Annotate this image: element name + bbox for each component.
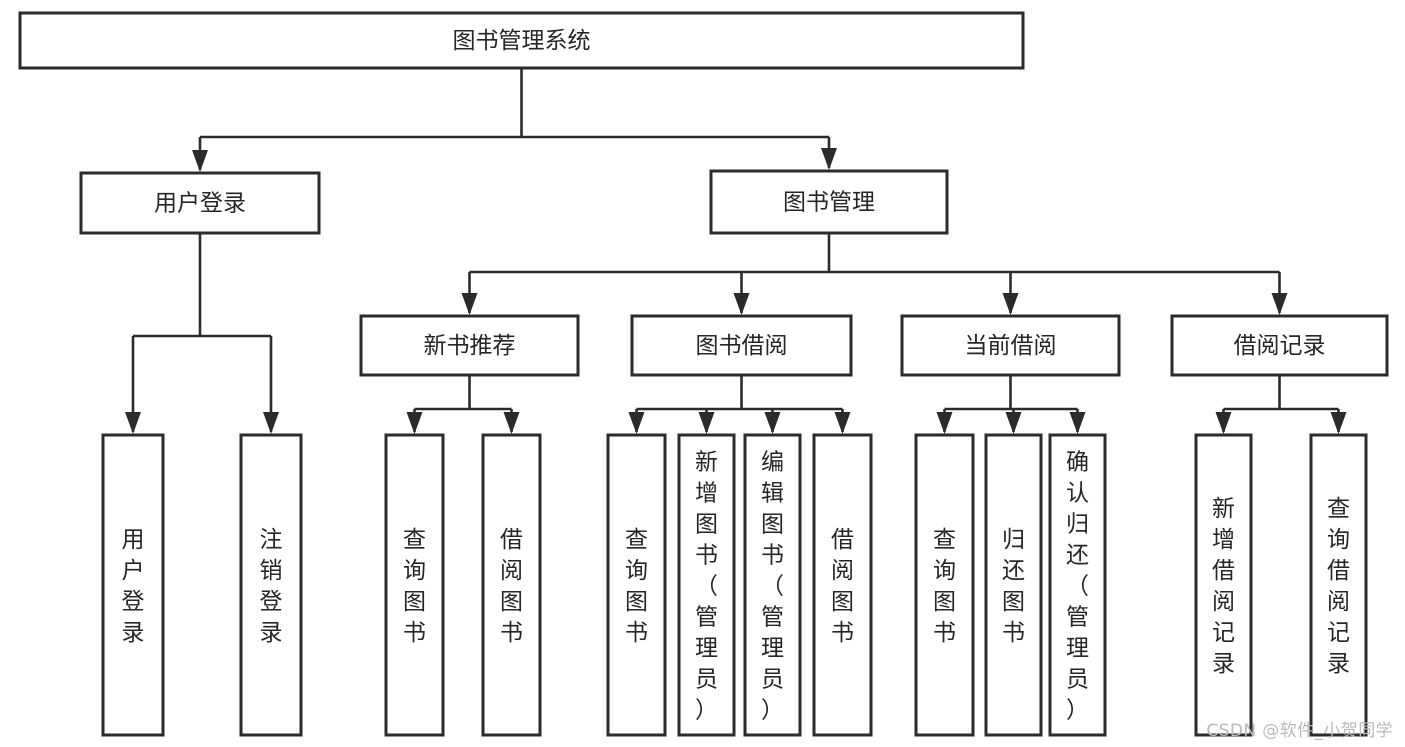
node-rect — [101, 433, 165, 737]
node-leaf-9[interactable]: 归还图书 — [984, 433, 1043, 737]
node-label: 图书借阅 — [696, 333, 788, 359]
arrow-head-icon — [1002, 293, 1019, 315]
node-rect — [709, 169, 949, 235]
node-label: 查询借阅记录 — [1327, 496, 1350, 677]
connector-layer — [125, 68, 1347, 434]
node-rect — [606, 433, 667, 737]
node-level3-2[interactable]: 当前借阅 — [900, 314, 1121, 377]
node-level3-0[interactable]: 新书推荐 — [359, 314, 580, 377]
node-label: 用户登录 — [122, 527, 145, 646]
node-label: 图书管理系统 — [453, 28, 591, 54]
arrow-head-icon — [936, 412, 953, 434]
node-root-0[interactable]: 图书管理系统 — [18, 11, 1025, 70]
arrow-head-icon — [1005, 412, 1022, 434]
branch-3 — [936, 375, 1086, 434]
watermark-text: CSDN @软件_小贺同学 — [1206, 721, 1393, 741]
node-leaf-0[interactable]: 用户登录 — [101, 433, 165, 737]
arrow-head-icon — [628, 412, 645, 434]
arrow-head-icon — [406, 412, 423, 434]
node-label: 查询图书 — [403, 527, 426, 646]
node-rect — [1170, 314, 1389, 377]
arrow-head-icon — [1271, 293, 1288, 315]
node-label: 借阅记录 — [1234, 333, 1326, 359]
node-level2-1[interactable]: 图书管理 — [709, 169, 949, 235]
node-leaf-10[interactable]: 确认归还（管理员） — [1048, 433, 1107, 737]
node-label: 归还图书 — [1002, 527, 1025, 646]
arrow-head-icon — [503, 412, 520, 434]
node-label: 新增借阅记录 — [1212, 496, 1235, 677]
node-label: 新书推荐 — [424, 333, 516, 359]
arrow-head-icon — [834, 412, 851, 434]
node-leaf-8[interactable]: 查询图书 — [914, 433, 975, 737]
node-rect — [630, 314, 853, 377]
node-leaf-6[interactable]: 编辑图书（管理员） — [743, 433, 802, 737]
arrow-head-icon — [698, 412, 715, 434]
node-leaf-5[interactable]: 新增图书（管理员） — [677, 433, 736, 737]
branch-root — [192, 68, 837, 172]
arrow-head-icon — [821, 148, 837, 170]
arrow-head-icon — [1330, 412, 1347, 434]
arrow-head-icon — [733, 293, 750, 315]
node-label: 当前借阅 — [965, 333, 1057, 359]
node-rect — [79, 171, 321, 235]
node-label: 注销登录 — [260, 527, 283, 646]
node-leaf-7[interactable]: 借阅图书 — [812, 433, 873, 737]
arrow-head-icon — [1069, 412, 1086, 434]
node-leaf-3[interactable]: 借阅图书 — [481, 433, 542, 737]
node-rect — [1048, 433, 1107, 737]
branch-2 — [628, 375, 851, 434]
node-label: 编辑图书（管理员） — [761, 450, 784, 724]
arrow-head-icon — [461, 293, 478, 315]
node-label: 用户登录 — [154, 191, 246, 217]
node-rect — [984, 433, 1043, 737]
node-label: 查询图书 — [933, 527, 956, 646]
node-rect — [359, 314, 580, 377]
node-level3-1[interactable]: 图书借阅 — [630, 314, 853, 377]
node-label: 借阅图书 — [500, 527, 523, 646]
arrow-head-icon — [764, 412, 781, 434]
node-level2-0[interactable]: 用户登录 — [79, 171, 321, 235]
node-rect — [743, 433, 802, 737]
node-leaf-11[interactable]: 新增借阅记录 — [1194, 433, 1253, 737]
node-rect — [481, 433, 542, 737]
node-label: 新增图书（管理员） — [695, 450, 718, 724]
node-label: 图书管理 — [783, 190, 875, 216]
node-rect — [1309, 433, 1368, 737]
node-rect — [914, 433, 975, 737]
node-rect — [812, 433, 873, 737]
node-level3-3[interactable]: 借阅记录 — [1170, 314, 1389, 377]
node-rect — [900, 314, 1121, 377]
node-rect — [239, 433, 303, 737]
node-leaf-12[interactable]: 查询借阅记录 — [1309, 433, 1368, 737]
node-label: 借阅图书 — [831, 527, 854, 646]
branch-1 — [406, 375, 520, 434]
node-leaf-4[interactable]: 查询图书 — [606, 433, 667, 737]
arrow-head-icon — [1215, 412, 1232, 434]
branch-4 — [1215, 375, 1347, 434]
node-leaf-1[interactable]: 注销登录 — [239, 433, 303, 737]
node-rect — [18, 11, 1025, 70]
node-rect — [384, 433, 445, 737]
node-layer: 图书管理系统用户登录图书管理新书推荐图书借阅当前借阅借阅记录用户登录注销登录查询… — [18, 11, 1389, 737]
arrow-head-icon — [192, 150, 208, 172]
arrow-head-icon — [125, 412, 141, 434]
node-label: 确认归还（管理员） — [1066, 450, 1089, 724]
node-leaf-2[interactable]: 查询图书 — [384, 433, 445, 737]
node-rect — [677, 433, 736, 737]
node-label: 查询图书 — [625, 527, 648, 646]
node-rect — [1194, 433, 1253, 737]
branch-user-login — [125, 233, 279, 434]
branch-book-management — [461, 233, 1288, 315]
arrow-head-icon — [263, 412, 279, 434]
